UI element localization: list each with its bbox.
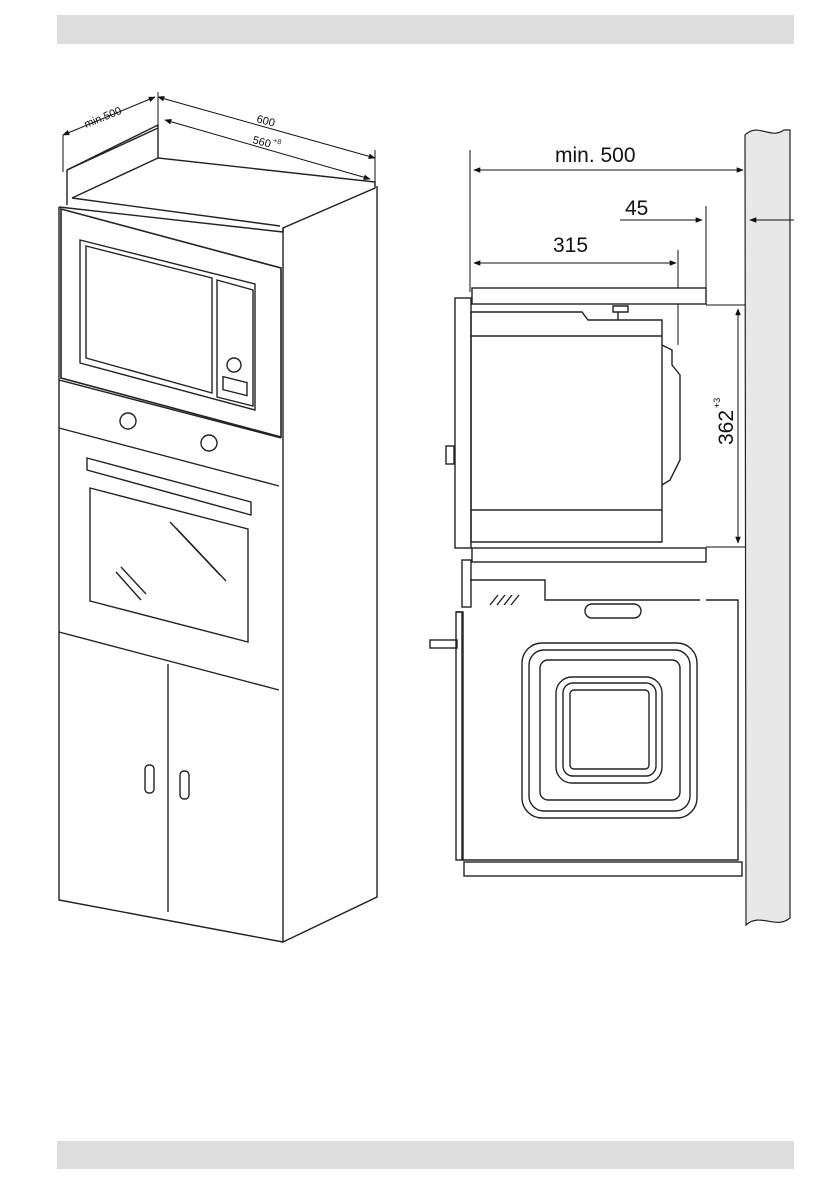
dim-total-depth-label: min. 500 <box>555 144 636 167</box>
dim-width-inner-label: 560 <box>251 134 272 150</box>
oven-section <box>430 560 742 876</box>
wall-section <box>745 130 790 925</box>
dim-depth-label: min.500 <box>83 105 124 131</box>
dim-width-outer-label: 600 <box>255 113 276 129</box>
dim-width-inner-tolerance: +8 <box>272 138 282 147</box>
dim-gap-label: 45 <box>625 197 648 220</box>
dim-height-tolerance: +3 <box>712 398 722 408</box>
dim-height-label: 362 <box>715 410 738 445</box>
dim-depth-label-right: 315 <box>553 234 588 257</box>
microwave-section <box>446 288 706 562</box>
left-dimension-lines <box>63 92 375 186</box>
cabinet-illustration <box>59 125 377 942</box>
